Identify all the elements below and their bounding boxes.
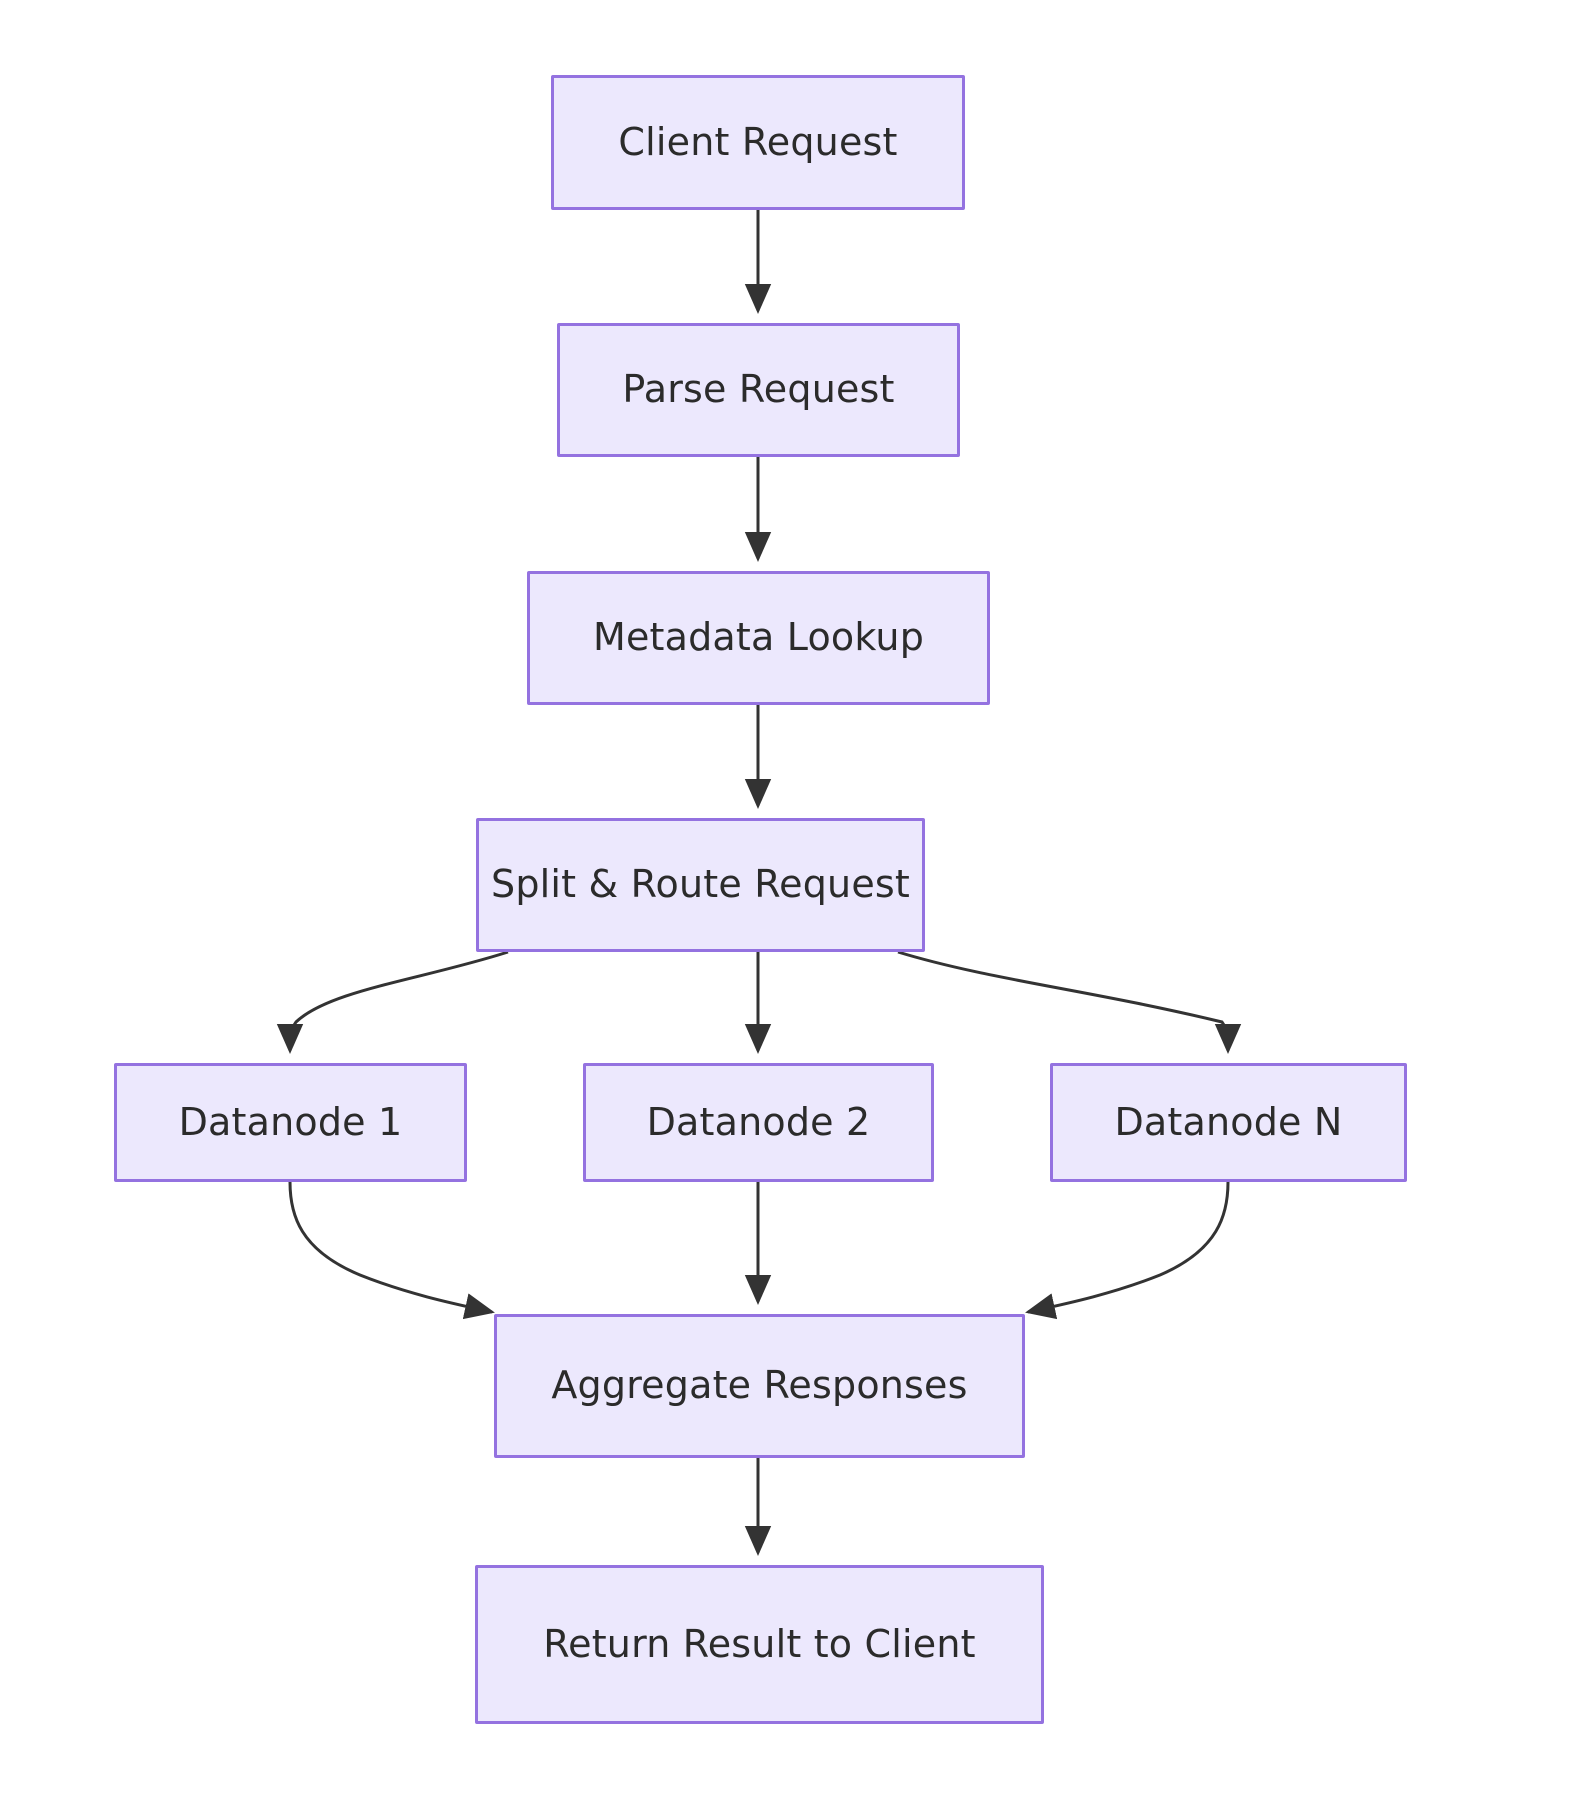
node-parse-request-label: Parse Request (622, 367, 895, 412)
edge-datanode-n-to-aggregate-responses (1025, 1181, 1230, 1320)
node-parse-request[interactable]: Parse Request (557, 323, 960, 457)
edge-split-route-request-to-datanode-n (897, 950, 1242, 1054)
node-datanode-1[interactable]: Datanode 1 (114, 1063, 467, 1182)
node-split-route-request-label: Split & Route Request (491, 862, 910, 907)
node-datanode-2[interactable]: Datanode 2 (583, 1063, 934, 1182)
node-metadata-lookup[interactable]: Metadata Lookup (527, 571, 990, 705)
node-client-request-label: Client Request (618, 119, 898, 164)
node-split-route-request[interactable]: Split & Route Request (476, 818, 925, 952)
node-datanode-1-label: Datanode 1 (178, 1099, 403, 1144)
node-datanode-2-label: Datanode 2 (646, 1099, 871, 1144)
node-metadata-lookup-label: Metadata Lookup (592, 615, 925, 660)
node-client-request[interactable]: Client Request (551, 75, 965, 210)
edge-datanode-1-to-aggregate-responses (288, 1181, 495, 1320)
edge-split-route-request-to-datanode-1 (276, 950, 509, 1054)
node-datanode-n[interactable]: Datanode N (1050, 1063, 1407, 1182)
node-aggregate-responses-label: Aggregate Responses (551, 1363, 968, 1408)
node-aggregate-responses[interactable]: Aggregate Responses (494, 1314, 1025, 1458)
node-return-result-to-client[interactable]: Return Result to Client (475, 1565, 1044, 1724)
node-datanode-n-label: Datanode N (1114, 1099, 1343, 1144)
node-return-result-to-client-label: Return Result to Client (543, 1621, 976, 1666)
